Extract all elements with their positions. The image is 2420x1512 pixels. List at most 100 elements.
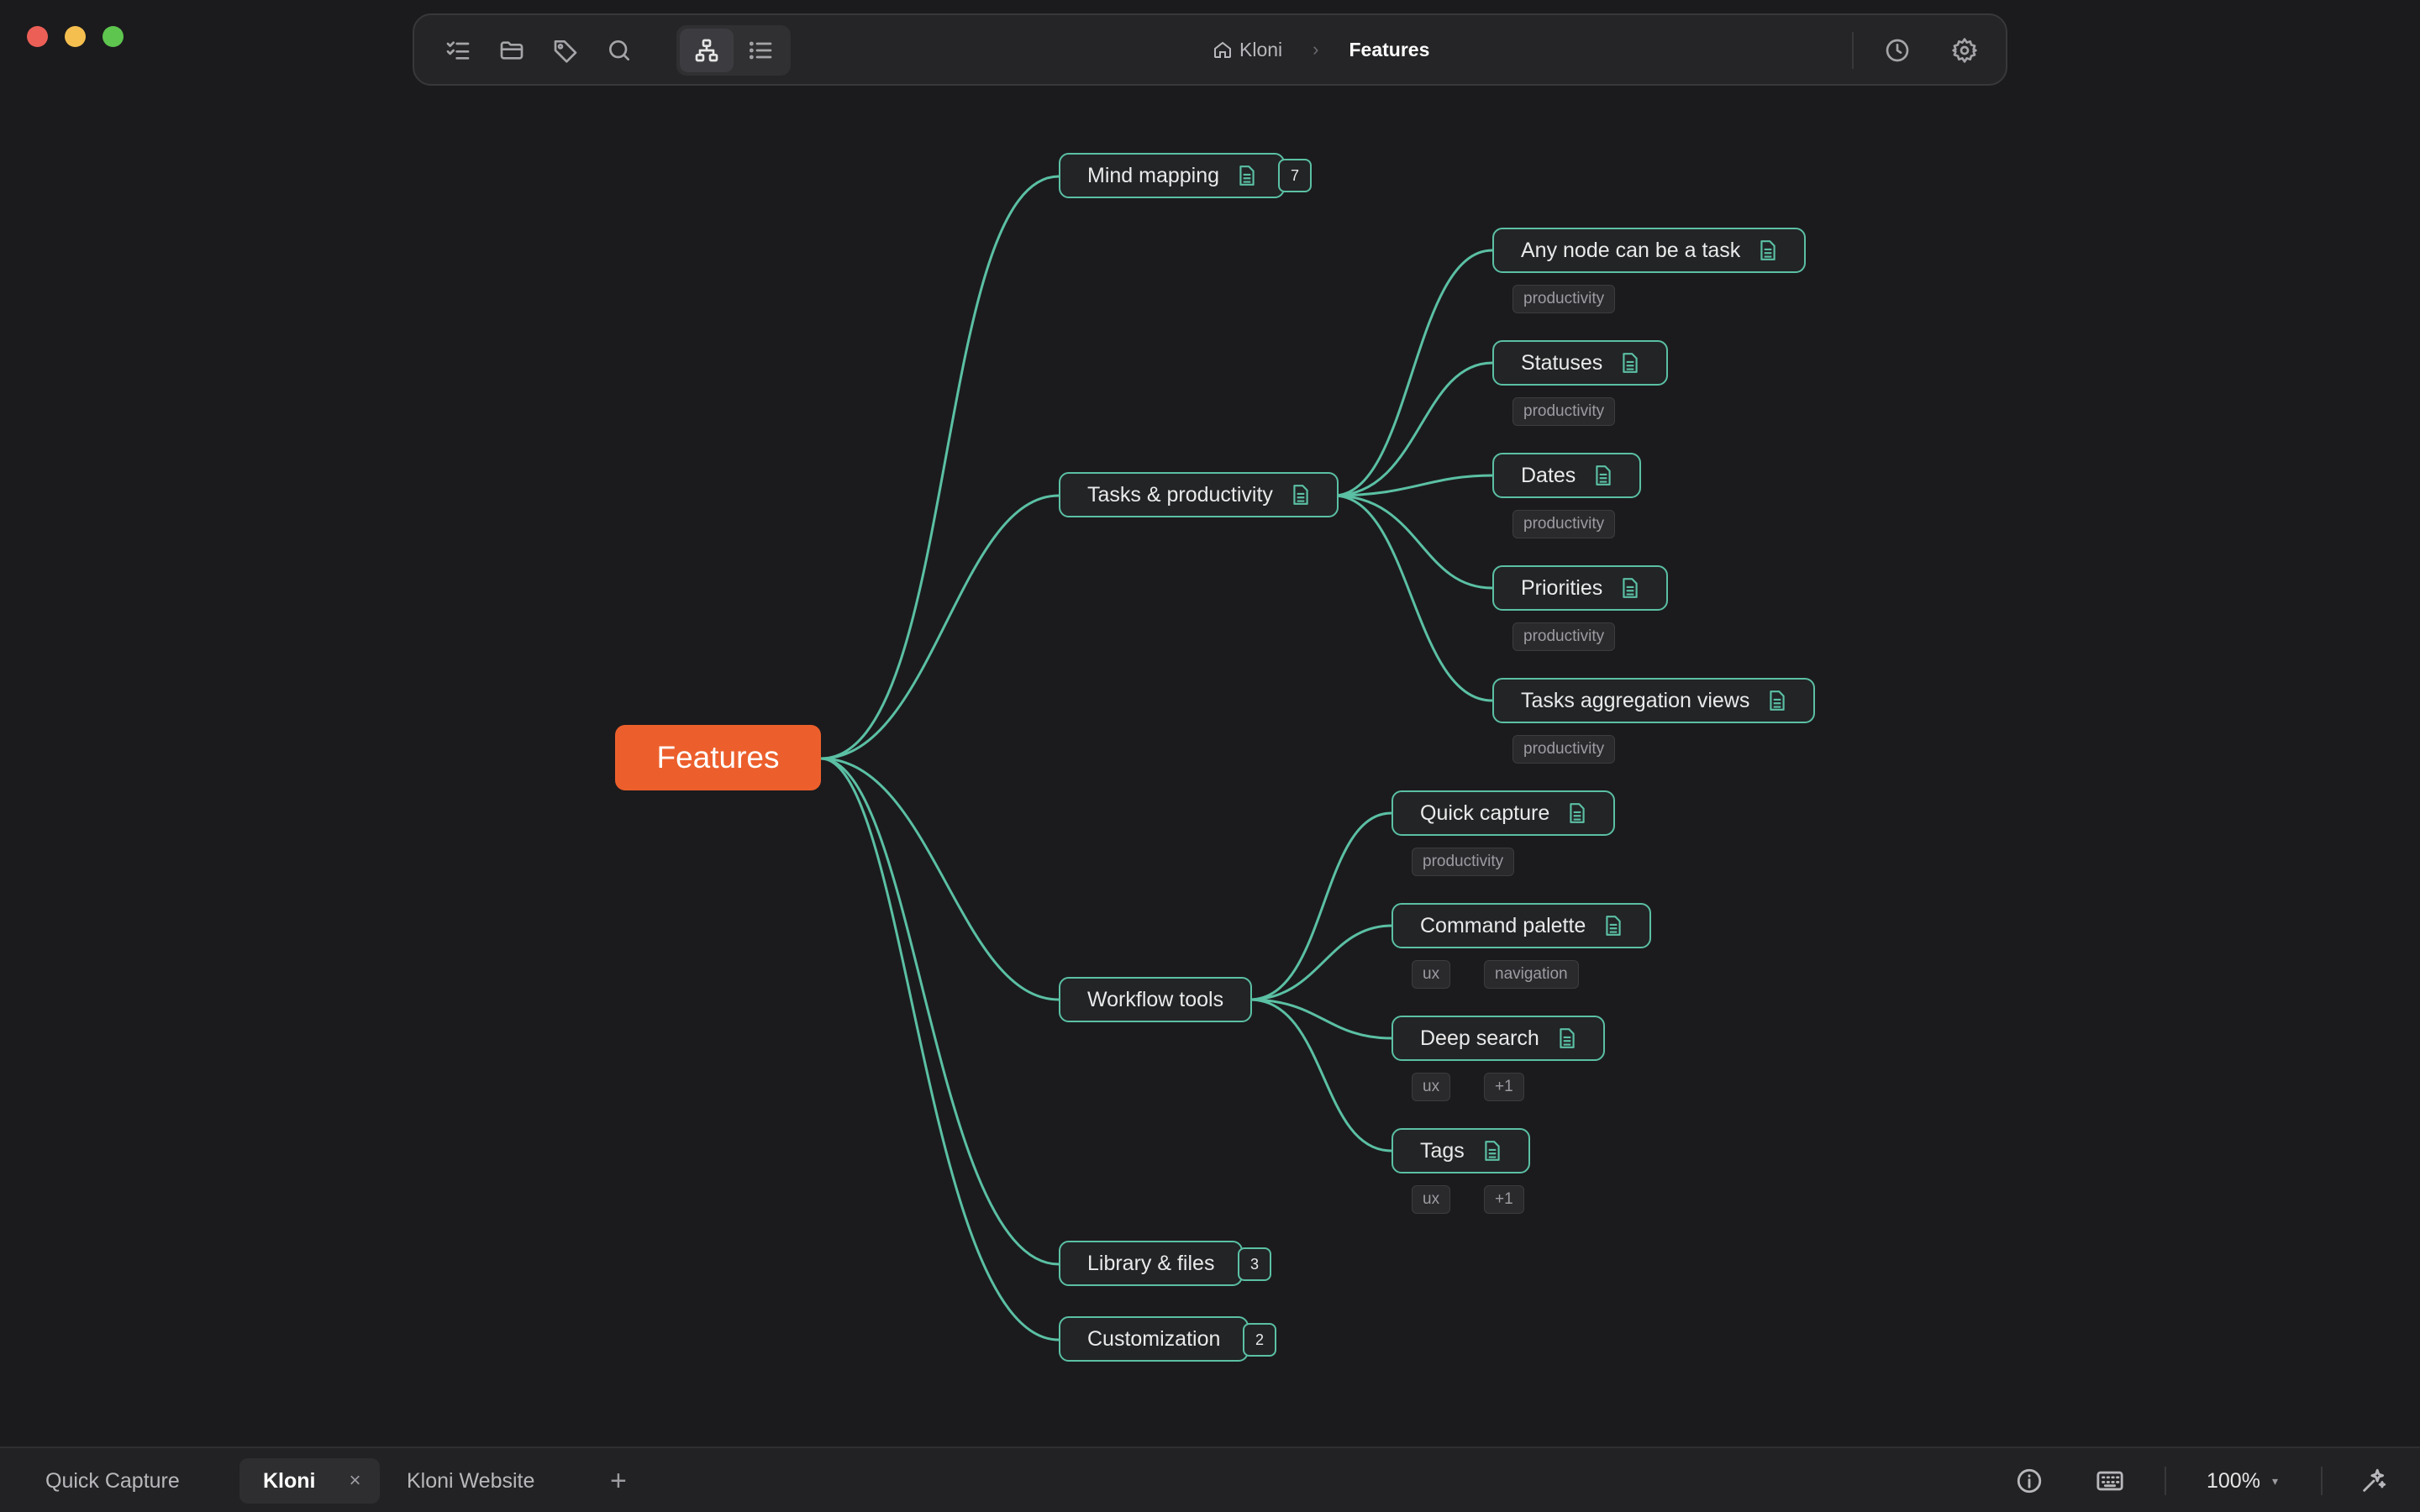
node-customization[interactable]: Customization: [1059, 1316, 1249, 1362]
node-label: Priorities: [1521, 575, 1603, 600]
node-any-node-task[interactable]: Any node can be a task: [1492, 228, 1807, 273]
node-label: Tags: [1420, 1138, 1465, 1163]
tab-label: Kloni: [263, 1468, 316, 1493]
tag-chip[interactable]: productivity: [1512, 397, 1616, 426]
tasks-list-icon[interactable]: [439, 32, 476, 69]
node-label: Tasks & productivity: [1087, 482, 1273, 507]
node-count-badge[interactable]: 3: [1238, 1247, 1271, 1281]
document-icon: [1768, 690, 1786, 711]
node-deep-search[interactable]: Deep search: [1392, 1016, 1605, 1061]
tag-label: productivity: [1423, 853, 1504, 870]
home-icon: [1214, 41, 1231, 58]
node-label: Quick capture: [1420, 801, 1550, 825]
node-label: Any node can be a task: [1521, 238, 1741, 262]
node-label: Dates: [1521, 463, 1576, 487]
node-workflow-tools[interactable]: Workflow tools: [1059, 977, 1253, 1022]
document-icon: [1568, 802, 1586, 824]
close-window-button[interactable]: [27, 26, 48, 47]
document-icon: [1604, 915, 1623, 937]
node-dates[interactable]: Dates: [1492, 453, 1642, 498]
view-mode-switch: [676, 25, 791, 76]
node-count-badge[interactable]: 2: [1243, 1323, 1276, 1357]
tab-kloni-website[interactable]: Kloni Website: [385, 1458, 556, 1504]
node-label: Deep search: [1420, 1026, 1539, 1050]
node-statuses[interactable]: Statuses: [1492, 340, 1669, 386]
count-value: 3: [1249, 1255, 1259, 1273]
tag-chip[interactable]: productivity: [1512, 622, 1616, 651]
close-tab-icon[interactable]: ×: [349, 1469, 361, 1492]
node-library-files[interactable]: Library & files: [1059, 1241, 1244, 1286]
tag-chip[interactable]: ux: [1412, 960, 1451, 989]
tag-chip[interactable]: ux: [1412, 1185, 1451, 1214]
tag-label: productivity: [1523, 515, 1605, 533]
zoom-control[interactable]: 100% ▾: [2207, 1458, 2278, 1504]
add-tab-icon: +: [610, 1464, 627, 1497]
tab-label: Quick Capture: [45, 1468, 180, 1493]
toolbar-divider: [1852, 32, 1854, 69]
count-value: 2: [1255, 1331, 1264, 1348]
node-quick-capture[interactable]: Quick capture: [1392, 790, 1616, 836]
breadcrumb-home[interactable]: Kloni: [1213, 39, 1282, 61]
node-label: Library & files: [1087, 1251, 1215, 1275]
root-node-label: Features: [656, 740, 780, 774]
keyboard-icon[interactable]: [2096, 1467, 2124, 1495]
tab-label: Kloni Website: [407, 1468, 535, 1493]
list-view-icon[interactable]: [742, 32, 779, 69]
tag-chip[interactable]: productivity: [1512, 510, 1616, 538]
chevron-down-icon: ▾: [2271, 1473, 2278, 1488]
node-priorities[interactable]: Priorities: [1492, 565, 1669, 611]
node-label: Workflow tools: [1087, 987, 1224, 1011]
tag-label: +1: [1495, 1190, 1513, 1208]
node-mind-mapping[interactable]: Mind mapping: [1059, 153, 1286, 198]
history-icon[interactable]: [1879, 32, 1916, 69]
node-label: Customization: [1087, 1326, 1221, 1351]
breadcrumb-current: Features: [1349, 38, 1430, 60]
document-icon: [1759, 239, 1777, 261]
info-icon[interactable]: [2015, 1467, 2044, 1495]
count-value: 7: [1290, 166, 1299, 184]
tag-chip[interactable]: productivity: [1512, 735, 1616, 764]
node-label: Tasks aggregation views: [1521, 688, 1750, 712]
node-count-badge[interactable]: 7: [1278, 159, 1312, 192]
mindmap-root-node[interactable]: Features: [615, 725, 821, 790]
tag-chip[interactable]: navigation: [1484, 960, 1579, 989]
bottombar-divider: [2165, 1467, 2166, 1495]
document-icon: [1594, 465, 1612, 486]
tag-label: productivity: [1523, 402, 1605, 420]
more-tags-chip[interactable]: +1: [1484, 1185, 1524, 1214]
top-toolbar: Kloni › Features: [413, 13, 2007, 86]
node-tasks-aggregation-views[interactable]: Tasks aggregation views: [1492, 678, 1816, 723]
mindmap-view-icon[interactable]: [688, 32, 725, 69]
folder-icon[interactable]: [493, 32, 530, 69]
breadcrumb-separator: ›: [1313, 39, 1319, 60]
node-label: Command palette: [1420, 913, 1586, 937]
node-tags[interactable]: Tags: [1392, 1128, 1530, 1173]
tag-chip[interactable]: productivity: [1512, 285, 1616, 313]
document-icon: [1238, 165, 1256, 186]
tab-kloni[interactable]: Kloni ×: [239, 1458, 380, 1504]
ai-sparkle-icon[interactable]: [2360, 1467, 2388, 1495]
document-icon: [1292, 484, 1310, 506]
more-tags-chip[interactable]: +1: [1484, 1073, 1524, 1101]
tag-chip[interactable]: ux: [1412, 1073, 1451, 1101]
add-tab-button[interactable]: +: [610, 1458, 627, 1504]
minimize-window-button[interactable]: [65, 26, 86, 47]
bottombar-divider: [2321, 1467, 2323, 1495]
node-tasks-productivity[interactable]: Tasks & productivity: [1059, 472, 1339, 517]
document-icon: [1558, 1027, 1576, 1049]
settings-icon[interactable]: [1946, 32, 1983, 69]
node-command-palette[interactable]: Command palette: [1392, 903, 1652, 948]
breadcrumb-home-label: Kloni: [1239, 38, 1283, 60]
tag-label: +1: [1495, 1078, 1513, 1095]
search-icon[interactable]: [601, 32, 638, 69]
tag-chip[interactable]: productivity: [1412, 848, 1515, 876]
maximize-window-button[interactable]: [103, 26, 124, 47]
tag-label: ux: [1423, 1190, 1440, 1208]
tag-icon[interactable]: [547, 32, 584, 69]
tab-quick-capture[interactable]: Quick Capture: [24, 1458, 202, 1504]
tag-label: navigation: [1495, 965, 1568, 983]
document-icon: [1483, 1140, 1502, 1162]
tag-label: productivity: [1523, 627, 1605, 645]
node-label: Statuses: [1521, 350, 1603, 375]
